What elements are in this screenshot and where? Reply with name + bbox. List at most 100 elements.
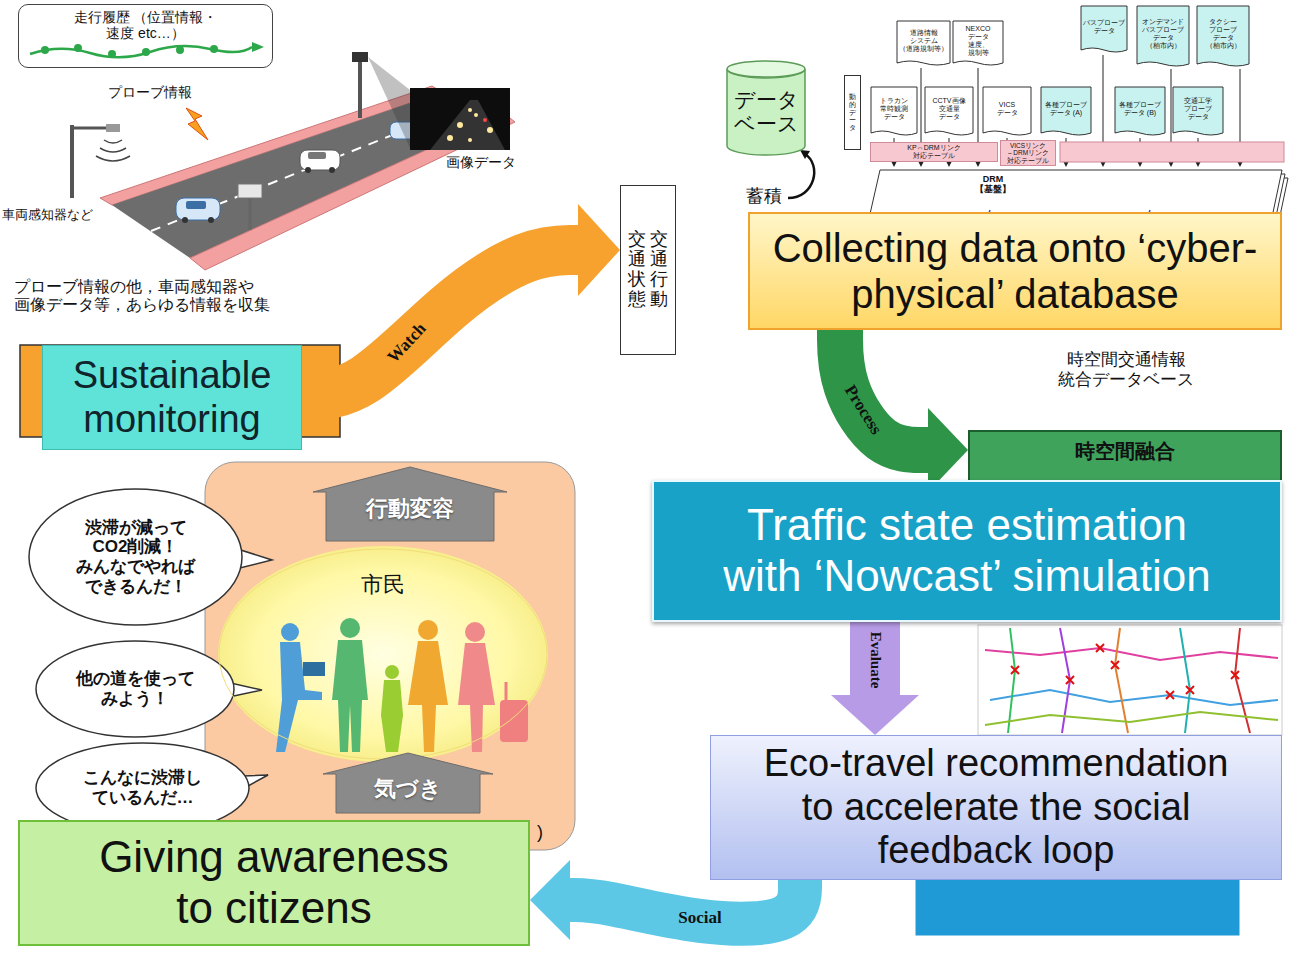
node-text: Collecting data onto ‘cyber-physical’ da… (765, 225, 1265, 317)
probe-history-box: 走行履歴 （位置情報・速度 etc…） (18, 4, 273, 68)
probe-trail (176, 46, 184, 54)
backdrop-box (915, 876, 1240, 936)
callout-text: 車両感知器など (2, 208, 93, 223)
camera-image (474, 113, 478, 117)
camera-pole (368, 57, 410, 148)
vertical-label-box: 交通行動交通状態 (620, 185, 676, 355)
node-text: オンデマンド バスプローブ データ （柏市内） (1142, 18, 1184, 50)
flow-arrow (840, 330, 968, 492)
node-text: Eco-travel recommendation to accelerate … (754, 742, 1239, 873)
data-source-box: 交通工学 プローブ データ (1172, 86, 1224, 138)
citizen-silhouettes (276, 618, 528, 752)
road-sign (249, 198, 252, 230)
node-text: データ ベース (734, 88, 799, 136)
citizen-silhouettes (303, 662, 325, 676)
arrow-label: Social (678, 908, 721, 928)
arrow-body (840, 330, 928, 450)
caption-text: 時空間交通情報 統合データベース (1058, 350, 1194, 389)
stage-label-box: Giving awareness to citizens (18, 820, 530, 946)
citizen-silhouettes (276, 642, 322, 752)
flow-arrow (302, 204, 620, 395)
arrow-body (850, 622, 900, 695)
link-table-band (1060, 142, 1284, 162)
data-source-box: NEXCO データ 速度、規制等 (952, 20, 1004, 68)
data-source-box-outline (1172, 86, 1224, 138)
citizen-silhouettes (340, 618, 360, 638)
car-icon (300, 150, 340, 170)
stage-label-box: Collecting data onto ‘cyber-physical’ da… (748, 212, 1282, 330)
node-text: 市民 (361, 572, 405, 597)
camera-pole (358, 58, 362, 118)
speech-bubble: 他の道を使って みよう！ (35, 640, 235, 738)
network-map (978, 625, 1282, 735)
network-map (1011, 644, 1239, 699)
node-text: 時空間融合 (1075, 440, 1175, 463)
citizen-panel (218, 546, 548, 762)
node-text: CCTV画像 交通量 データ (932, 97, 965, 121)
car-icon (176, 198, 220, 220)
camera-pole (352, 52, 368, 62)
car-icon (308, 152, 326, 159)
data-source-box: CCTV画像 交通量 データ (924, 86, 974, 138)
camera-image (468, 138, 472, 142)
camera-image (483, 118, 487, 122)
citizen-panel (205, 462, 575, 850)
node-text: タクシー プローブ データ （柏市内） (1206, 18, 1241, 50)
dynamic-data-label: 動的データ (844, 75, 861, 150)
citizen-silhouettes (332, 640, 368, 752)
link-table-band (1060, 142, 1284, 162)
data-source-box-outline (924, 86, 974, 138)
node-text: 各種プローブ データ (A) (1045, 101, 1087, 117)
node-text: Sustainable monitoring (53, 354, 291, 441)
callout-text: プローブ情報 (108, 84, 192, 100)
camera-image (447, 135, 453, 141)
data-source-box-outline (896, 20, 951, 68)
car-icon (208, 217, 214, 223)
stage-label-box: Traffic state estimation with ‘Nowcast’ … (652, 480, 1282, 622)
arrow-head (530, 860, 570, 940)
data-source-box: 各種プローブ データ (A) (1040, 86, 1092, 138)
backdrop-box (915, 876, 1240, 936)
stage-label-box: Sustainable monitoring (42, 345, 302, 450)
database-cylinder: データ ベース (726, 60, 806, 156)
probe-trail (30, 46, 252, 57)
data-source-box-outline (870, 86, 918, 138)
arrow-body (302, 250, 578, 395)
store-arrow (800, 150, 810, 159)
probe-trail (30, 42, 264, 58)
camera-pole (352, 52, 410, 148)
node-text: 道路情報 システム （道路規制等） (899, 29, 948, 53)
node-text: VICSリンク ⇔DRMリンク 対応テーブル (1007, 142, 1049, 164)
camera-image (430, 100, 505, 150)
car-icon (182, 217, 188, 223)
camera-image (410, 88, 510, 150)
speech-bubble: 渋滞が減って CO2削減！ みんなでやれば できるんだ！ (28, 488, 243, 626)
citizen-silhouettes (458, 643, 495, 752)
node-text: 渋滞が減って CO2削減！ みんなでやれば できるんだ！ (76, 518, 195, 596)
data-source-box: バスプローブ データ (1080, 5, 1128, 55)
network-map (985, 712, 1278, 725)
citizen-silhouettes (505, 682, 508, 700)
signal-bolt (186, 108, 208, 140)
node-text: 交通行動 (650, 230, 668, 309)
vehicle-detector (106, 124, 120, 132)
node-text: 動的データ (849, 93, 856, 131)
car-icon (176, 122, 424, 223)
data-source-box: VICS データ (982, 86, 1032, 138)
vehicle-detector (96, 140, 130, 161)
node-text: 各種プローブ データ (B) (1119, 101, 1161, 117)
node-text: VICS データ (997, 101, 1018, 117)
citizen-silhouettes (418, 620, 438, 640)
car-icon (305, 167, 311, 173)
citizen-silhouettes (500, 700, 528, 742)
flow-arrow (831, 622, 919, 735)
node-text: 他の道を使って みよう！ (76, 669, 195, 708)
link-table-band: VICSリンク ⇔DRMリンク 対応テーブル (1000, 140, 1056, 166)
citizen-silhouettes (385, 665, 399, 679)
arrow-label: Evaluate (867, 632, 884, 689)
block-up-arrow: 行動変容 (312, 466, 508, 542)
signal-bolt (186, 108, 208, 140)
probe-trail (74, 44, 82, 52)
camera-image (410, 88, 510, 150)
